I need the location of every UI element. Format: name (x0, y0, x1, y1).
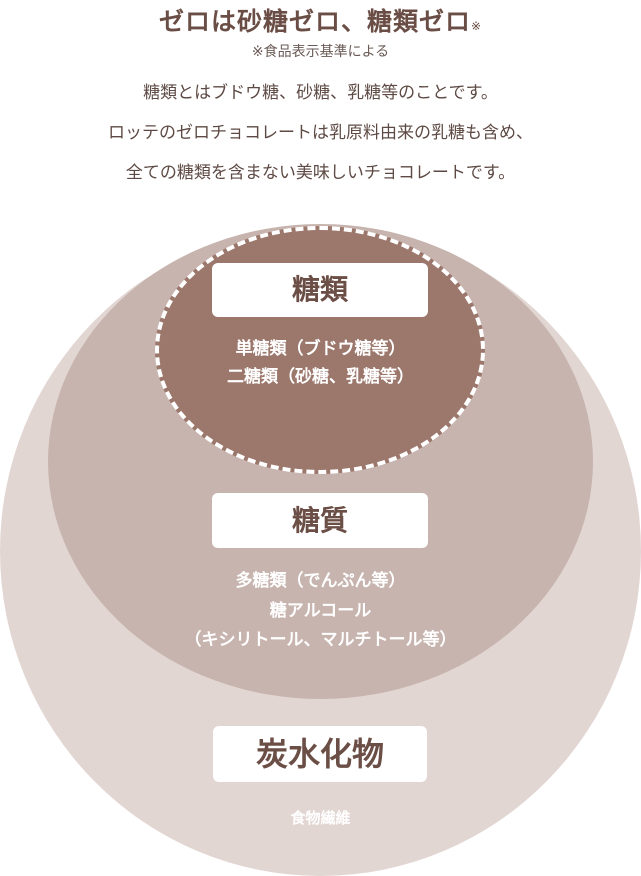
title-footnote-mark: ※ (470, 19, 483, 33)
title-text: ゼロは砂糖ゼロ、糖類ゼロ (158, 7, 471, 36)
carbohydrate-item-fiber: 食物繊維 (290, 809, 351, 827)
footnote-note: ※食品表示基準による (251, 44, 390, 60)
sugars-item-disaccharides: 二糖類（砂糖、乳糖等） (227, 367, 414, 387)
sugars-label: 糖類 (212, 263, 428, 317)
sugar-substance-item-sugar-alcohol: 糖アルコール (269, 601, 372, 621)
page-title: ゼロは砂糖ゼロ、糖類ゼロ※ (0, 2, 641, 38)
sugar-substance-label: 糖質 (212, 493, 428, 548)
sugar-substance-item-polysaccharides: 多糖類（でんぷん等） (235, 571, 406, 591)
description-line-1: 糖類とはブドウ糖、砂糖、乳糖等のことです。 (143, 83, 498, 103)
carbohydrate-label: 炭水化物 (213, 726, 427, 782)
description-line-2: ロッテのゼロチョコレートは乳原料由来の乳糖も含め、 (108, 123, 533, 143)
sugars-item-monosaccharides: 単糖類（ブドウ糖等） (235, 339, 406, 359)
description-line-3: 全ての糖類を含まない美味しいチョコレートです。 (125, 163, 516, 183)
sugar-substance-item-examples: （キシリトール、マルチトール等） (184, 630, 457, 650)
sugars-circle (155, 226, 485, 474)
